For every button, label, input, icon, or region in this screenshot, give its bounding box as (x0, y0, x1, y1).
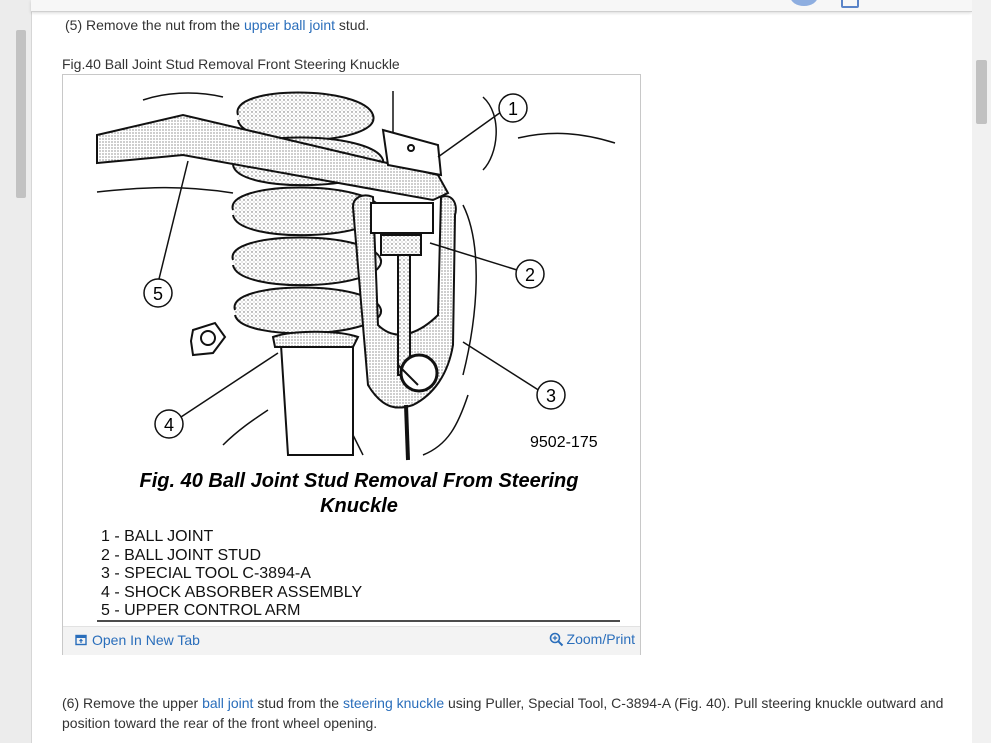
step-5-suffix: stud. (335, 17, 370, 33)
callout-1: 1 (508, 99, 518, 119)
zoom-print-button[interactable]: Zoom/Print (549, 631, 635, 647)
figure-footer: Open In New Tab Zoom/Print (63, 626, 640, 655)
upper-ball-joint-link[interactable]: upper ball joint (243, 17, 336, 33)
step-5-prefix: (5) Remove the nut from the (65, 17, 244, 33)
step-5-text: (5) Remove the nut from the upper ball j… (65, 15, 369, 35)
caption-line-2: Knuckle (320, 495, 398, 517)
zoom-icon (549, 632, 563, 646)
top-toolbar (31, 0, 972, 12)
callout-4: 4 (164, 415, 174, 435)
callout-5: 5 (153, 284, 163, 304)
figure-title: Fig.40 Ball Joint Stud Removal Front Ste… (62, 56, 400, 72)
step-6-prefix: (6) Remove the upper (62, 695, 203, 711)
left-scrollbar-thumb[interactable] (16, 30, 26, 198)
toolbar-avatar-icon[interactable] (790, 0, 818, 6)
right-scrollbar[interactable] (972, 0, 991, 743)
step-6-text: (6) Remove the upper ball joint stud fro… (62, 693, 957, 733)
caption-line-1: Fig. 40 Ball Joint Stud Removal From Ste… (140, 470, 579, 492)
open-new-tab-label: Open In New Tab (92, 632, 200, 648)
toolbar-window-icon[interactable] (841, 0, 859, 8)
legend-item-1: 1 - BALL JOINT (101, 528, 214, 545)
shock-absorber (271, 330, 360, 456)
right-scrollbar-thumb[interactable] (976, 60, 987, 124)
figure-illustration[interactable]: 1 2 3 4 5 9502-175 Fig. 40 Ball Joint St… (63, 75, 640, 626)
ball-joint-link[interactable]: ball joint (202, 695, 254, 711)
legend-item-2: 2 - BALL JOINT STUD (101, 547, 261, 564)
callout-2: 2 (525, 265, 535, 285)
zoom-print-label: Zoom/Print (566, 631, 635, 647)
open-new-tab-icon (75, 634, 87, 646)
step-6-mid: stud from the (253, 695, 343, 711)
left-scrollbar[interactable] (0, 0, 32, 743)
figure-code: 9502-175 (530, 434, 598, 451)
steering-knuckle-link[interactable]: steering knuckle (342, 695, 445, 711)
legend-item-5: 5 - UPPER CONTROL ARM (101, 602, 300, 619)
special-tool (351, 194, 457, 461)
figure-container: 1 2 3 4 5 9502-175 Fig. 40 Ball Joint St… (62, 74, 641, 655)
body-outline (96, 91, 616, 456)
step-6-suffix: using Puller, Special Tool, C-3894-A (Fi… (62, 695, 944, 731)
open-new-tab-button[interactable]: Open In New Tab (75, 632, 200, 648)
callout-3: 3 (546, 386, 556, 406)
loose-nut (189, 321, 227, 357)
callout-lines (158, 111, 541, 418)
callout-circles (143, 93, 566, 439)
legend-item-4: 4 - SHOCK ABSORBER ASSEMBLY (101, 584, 362, 601)
legend-item-3: 3 - SPECIAL TOOL C-3894-A (101, 565, 311, 582)
